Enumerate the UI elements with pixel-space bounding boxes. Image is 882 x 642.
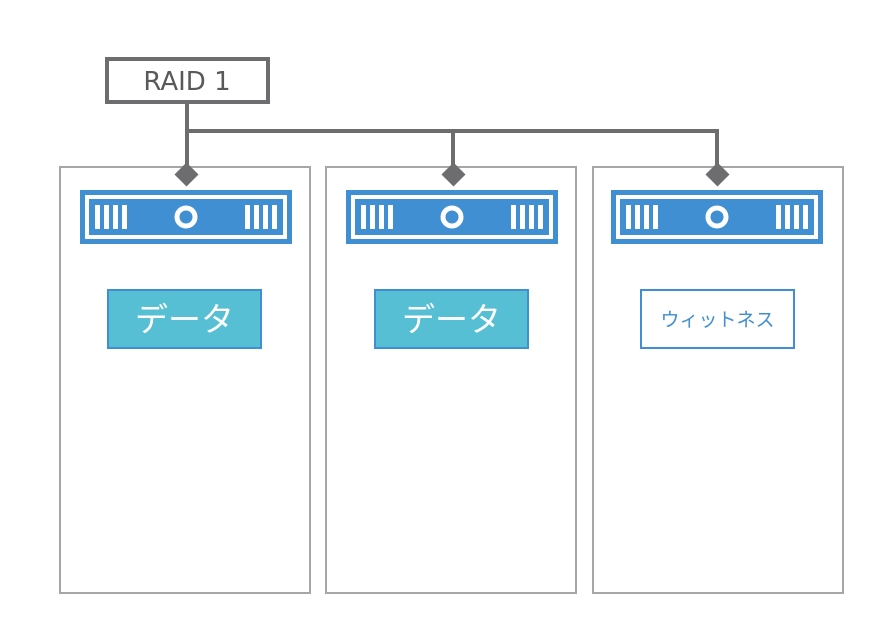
disk-drive-icon bbox=[346, 190, 558, 244]
role-label-witness: ウィットネス bbox=[640, 289, 795, 349]
role-label-text: データ bbox=[402, 300, 501, 339]
node-3: ウィットネス bbox=[592, 162, 844, 594]
connector-lines bbox=[185, 102, 719, 165]
disk-drive-icon bbox=[611, 190, 823, 244]
role-label-text: ウィットネス bbox=[660, 309, 774, 331]
role-label-text: データ bbox=[135, 300, 234, 339]
connection-diamond bbox=[441, 162, 466, 187]
connection-diamond bbox=[174, 162, 199, 187]
disk-drive-icon bbox=[80, 190, 292, 244]
role-label-data: データ bbox=[107, 289, 262, 349]
raid-label-box: RAID 1 bbox=[105, 57, 270, 104]
role-label-data: データ bbox=[374, 289, 529, 349]
node-2: データ bbox=[325, 162, 577, 594]
node-1: データ bbox=[59, 162, 311, 594]
raid-label: RAID 1 bbox=[143, 67, 230, 97]
